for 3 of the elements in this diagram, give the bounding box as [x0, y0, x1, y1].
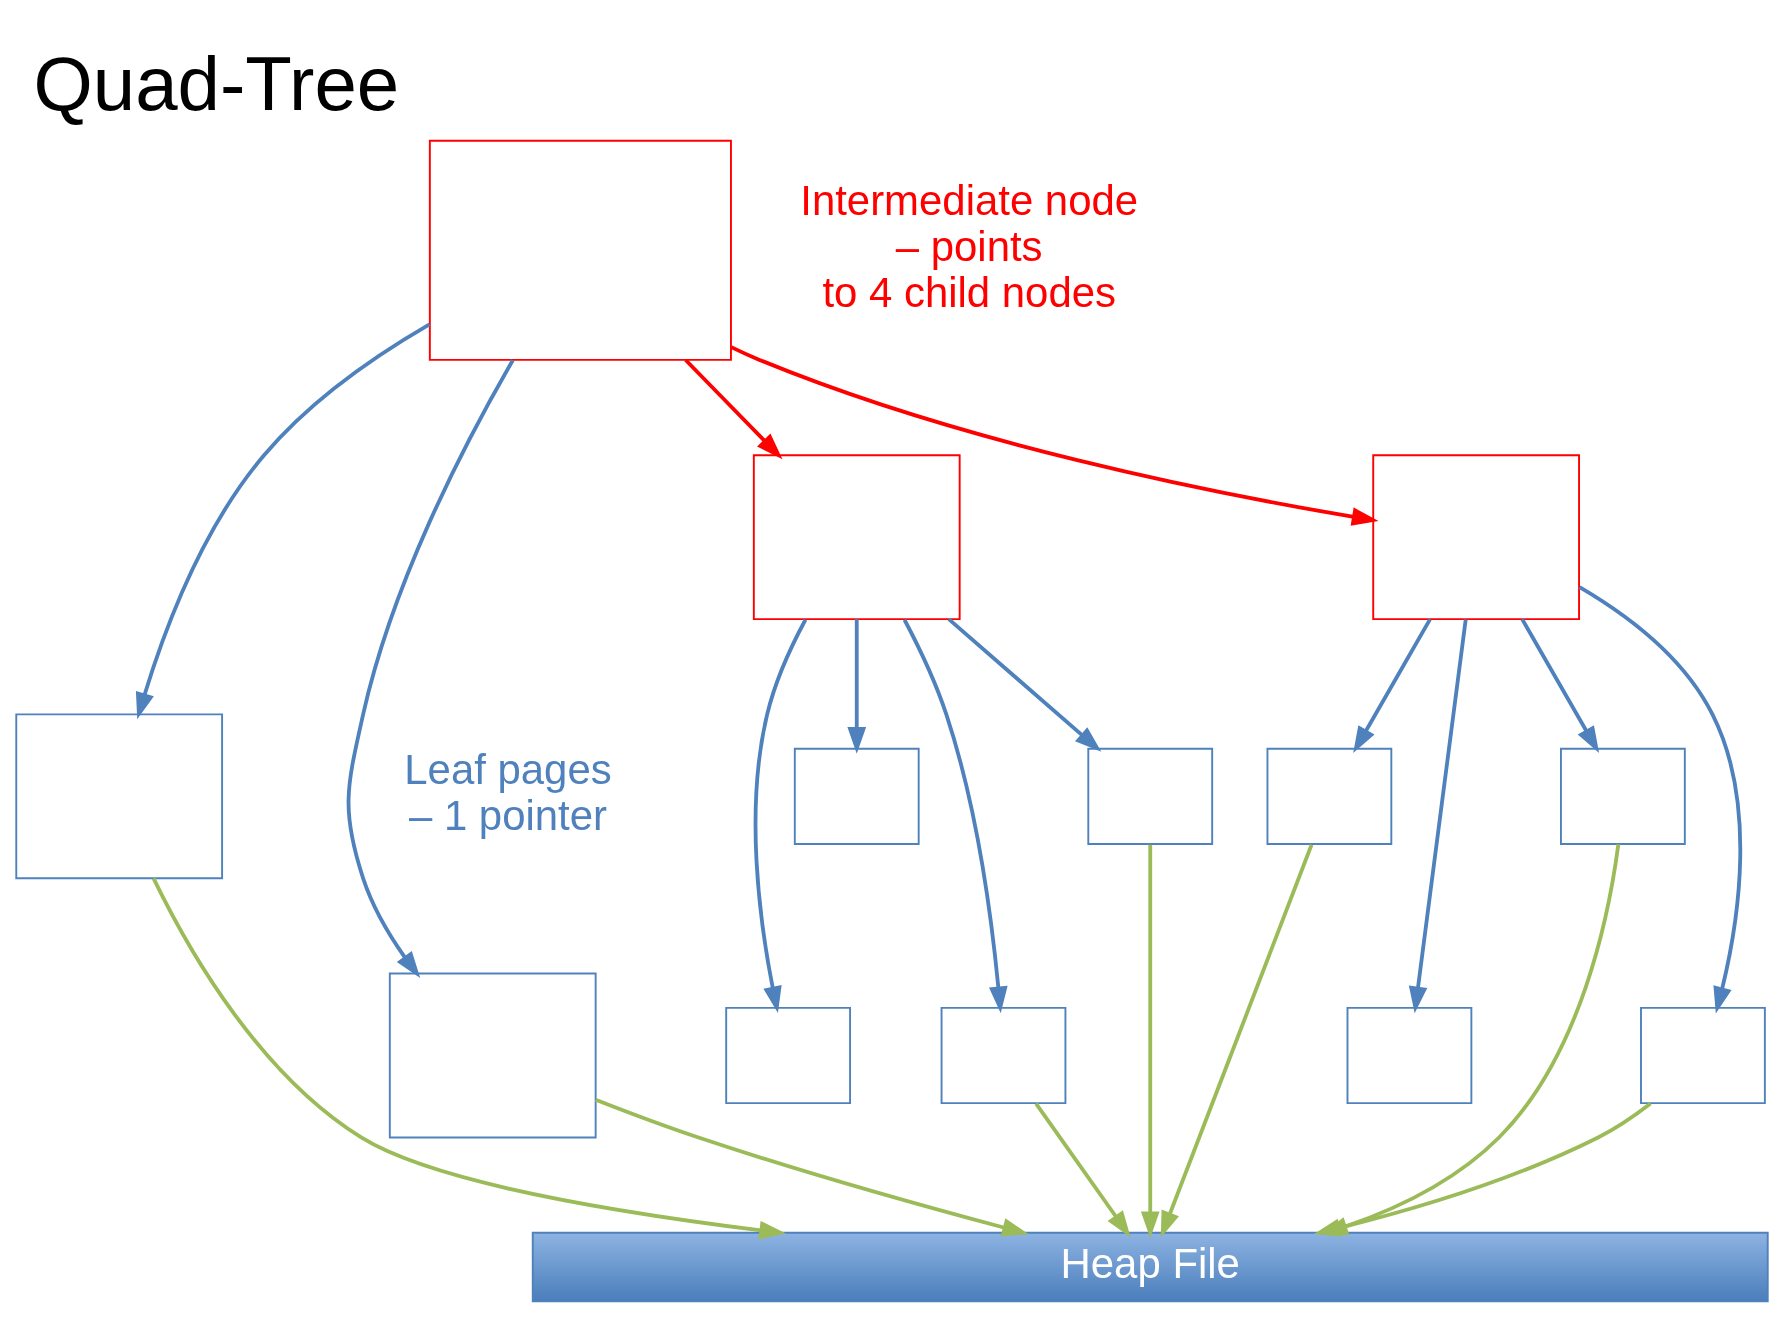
label: Leaf pages – 1 pointer [404, 746, 612, 839]
label: Intermediate node – points to 4 child nodes [800, 177, 1139, 316]
diagram-title: Quad-Tree [33, 41, 400, 127]
